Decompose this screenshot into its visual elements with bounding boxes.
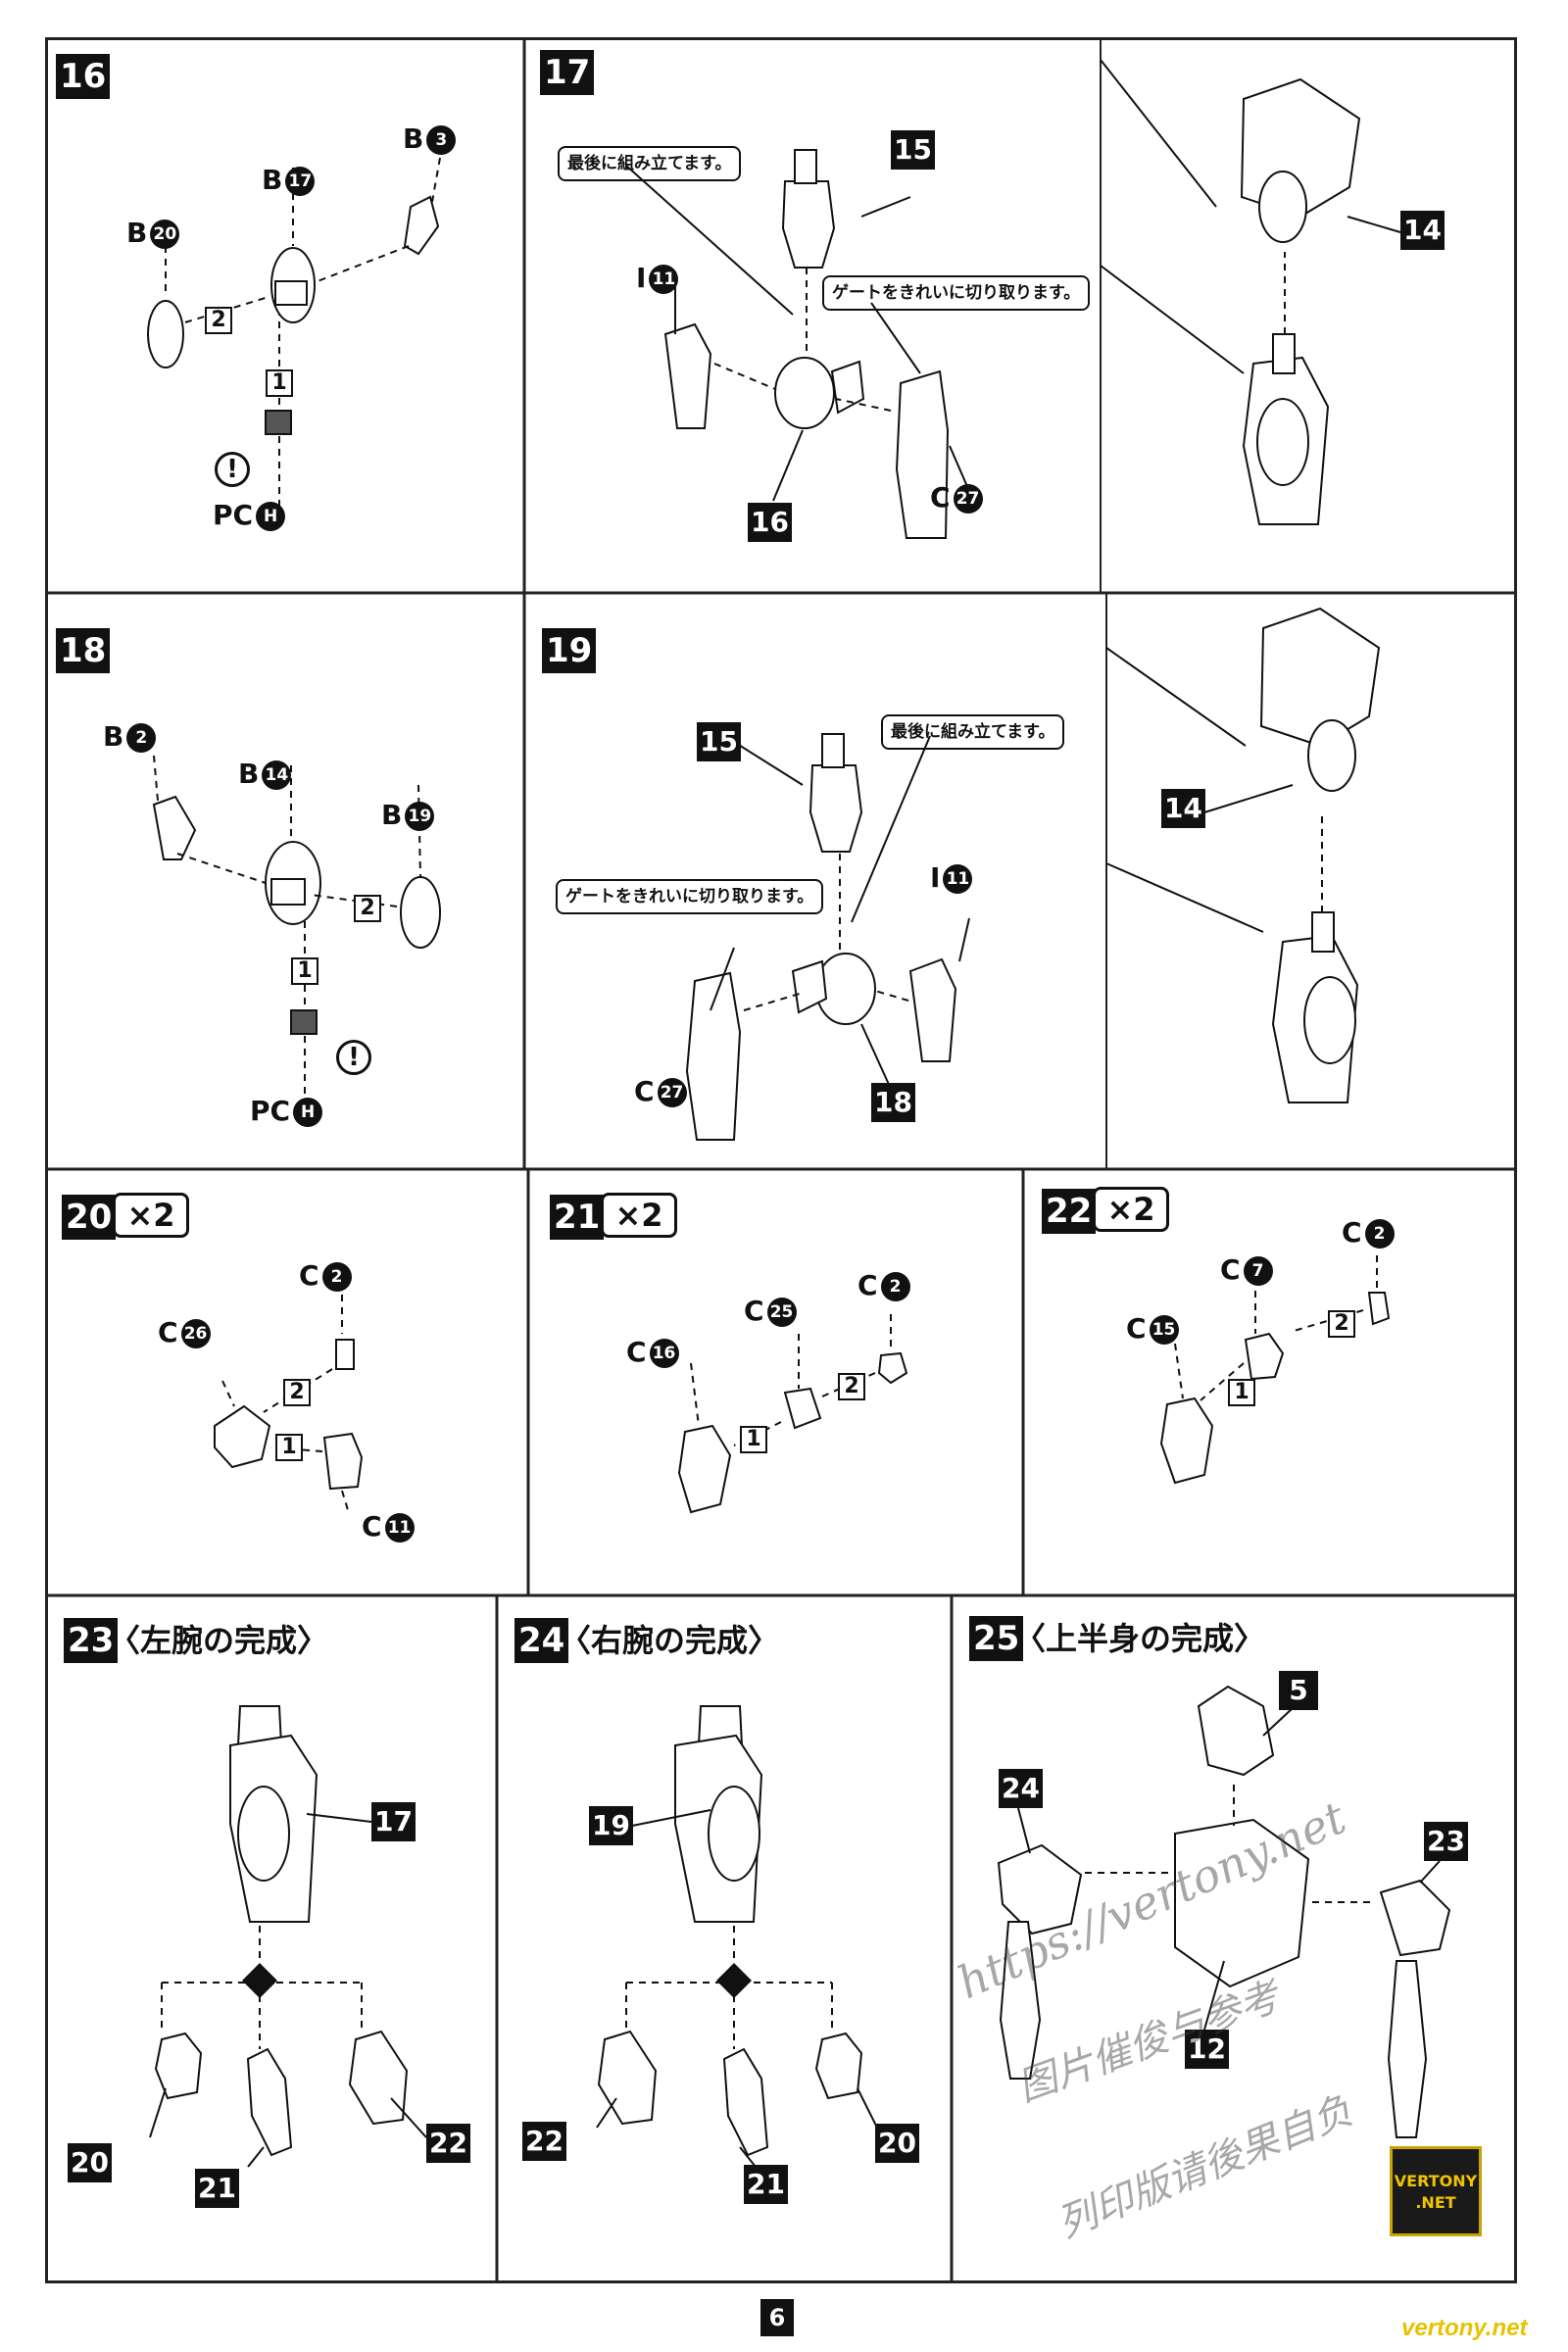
assembly-ref-18: 18 (871, 1083, 915, 1122)
step-19-diagram (685, 607, 1381, 1141)
assembly-ref-23: 23 (1424, 1822, 1468, 1861)
page-number: 6 (760, 2299, 794, 2336)
hand-option-20: 20 (875, 2124, 919, 2163)
callout-assemble-last: 最後に組み立てます。 (881, 714, 1065, 750)
quantity-multiplier: ×2 (113, 1193, 189, 1238)
warning-icon: ! (215, 452, 250, 487)
order-1-marker: 1 (291, 957, 318, 985)
step-number: 16 (56, 54, 111, 99)
step-17-diagram (625, 59, 1401, 539)
step-23-diagram (149, 1705, 427, 2168)
order-2-marker: 2 (283, 1379, 311, 1406)
assembly-ref-12: 12 (1185, 2030, 1229, 2069)
step-24-diagram (596, 1705, 878, 2168)
logo-line-2: .NET (1415, 2193, 1456, 2212)
step-number: 24 (514, 1618, 569, 1663)
step-title: 〈右腕の完成〉 (560, 1622, 780, 1659)
step-number: 21 (550, 1195, 605, 1240)
assembly-ref-14: 14 (1161, 789, 1205, 828)
assembly-ref-15: 15 (891, 130, 935, 170)
assembly-ref-17: 17 (371, 1802, 416, 1841)
panel-grid (48, 40, 1514, 2280)
step-number: 23 (64, 1618, 119, 1663)
warning-icon: ! (336, 1040, 371, 1075)
assembly-ref-14: 14 (1400, 211, 1445, 250)
step-number: 19 (542, 628, 597, 673)
hand-option-22: 22 (522, 2122, 566, 2161)
step-number: 17 (540, 50, 595, 95)
order-1-marker: 1 (1228, 1379, 1255, 1406)
hand-option-21: 21 (744, 2165, 788, 2204)
callout-assemble-last: 最後に組み立てます。 (558, 146, 742, 181)
assembly-ref-19: 19 (589, 1806, 633, 1845)
order-1-marker: 1 (740, 1426, 767, 1453)
order-2-marker: 2 (1328, 1310, 1355, 1338)
quantity-multiplier: ×2 (601, 1193, 677, 1238)
hand-option-20: 20 (68, 2143, 112, 2182)
step-number: 22 (1042, 1189, 1097, 1234)
hand-option-21: 21 (195, 2169, 239, 2208)
step-20-diagram (214, 1295, 364, 1511)
assembly-ref-5: 5 (1279, 1671, 1318, 1710)
step-number: 18 (56, 628, 111, 673)
step-16-diagram (147, 157, 441, 511)
order-1-marker: 1 (275, 1434, 303, 1461)
order-2-marker: 2 (354, 895, 381, 922)
hand-option-22: 22 (426, 2124, 470, 2163)
callout-cut-gate: ゲートをきれいに切り取ります。 (822, 275, 1091, 311)
footer-watermark: vertony.net (1401, 2315, 1528, 2341)
assembly-ref-24: 24 (999, 1769, 1043, 1808)
step-22-diagram (1159, 1255, 1391, 1485)
assembly-ref-16: 16 (748, 503, 792, 542)
step-title: 〈上半身の完成〉 (1014, 1620, 1266, 1657)
order-2-marker: 2 (205, 307, 232, 334)
vertony-logo: VERTONY .NET (1390, 2146, 1482, 2236)
step-18-diagram (152, 755, 441, 1108)
step-25-diagram (997, 1685, 1451, 2138)
step-title: 〈左腕の完成〉 (109, 1622, 329, 1659)
callout-cut-gate: ゲートをきれいに切り取ります。 (556, 879, 824, 914)
logo-line-1: VERTONY (1394, 2172, 1478, 2190)
order-2-marker: 2 (838, 1373, 865, 1400)
assembly-ref-15: 15 (697, 722, 741, 761)
order-1-marker: 1 (266, 369, 293, 397)
quantity-multiplier: ×2 (1093, 1187, 1169, 1232)
step-number: 20 (62, 1195, 117, 1240)
step-number: 25 (969, 1616, 1024, 1661)
